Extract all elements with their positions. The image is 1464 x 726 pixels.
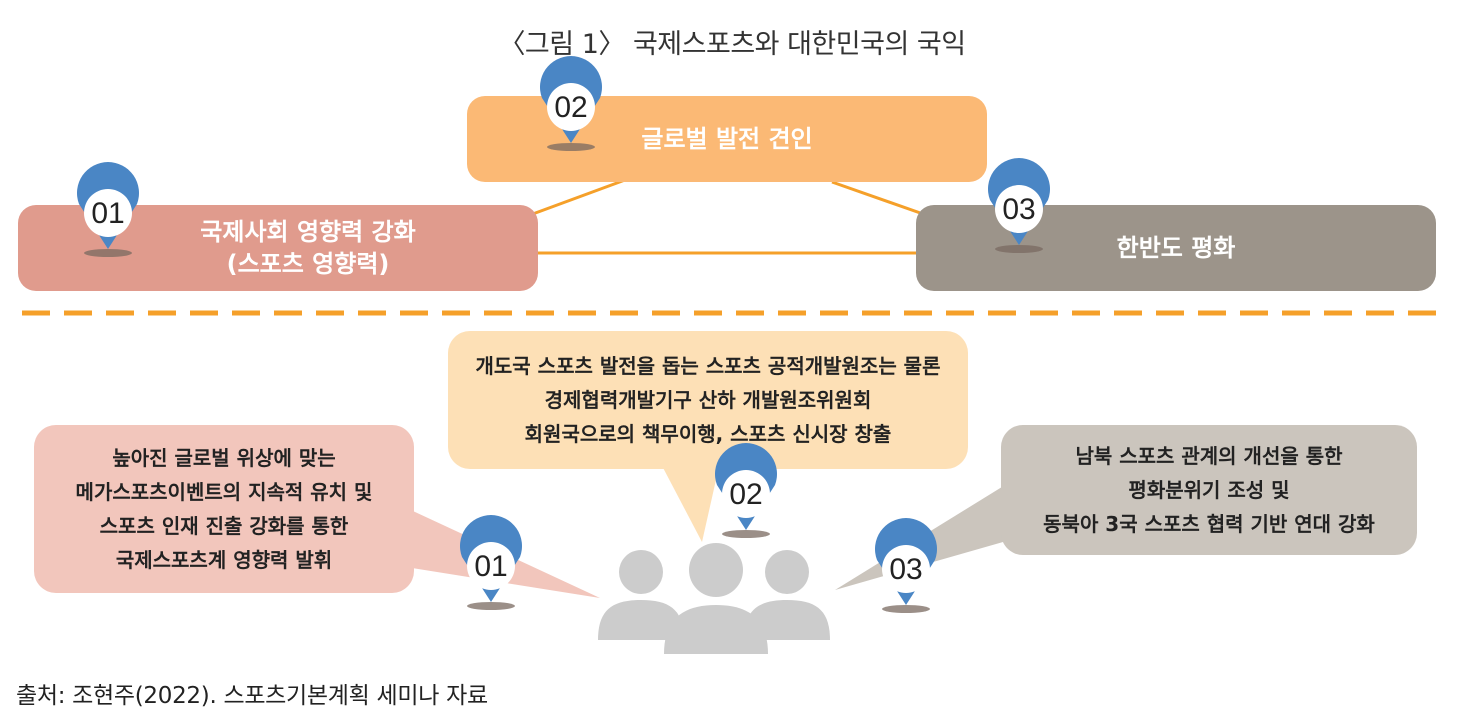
bubble-03: 남북 스포츠 관계의 개선을 통한 평화분위기 조성 및 동북아 3국 스포츠 … (1001, 425, 1417, 555)
bubble-02-line-2: 경제협력개발기구 산하 개발원조위원회 (544, 388, 872, 412)
marker-top-01: 01 (91, 197, 124, 230)
box-03-line-1: 한반도 평화 (1116, 234, 1236, 262)
source-note: 출처: 조현주(2022). 스포츠기본계획 세미나 자료 (16, 683, 488, 709)
marker-bottom-02: 02 (729, 478, 762, 511)
marker-top-02: 02 (554, 91, 587, 124)
bubble-01-line-4: 국제스포츠계 영향력 발휘 (115, 548, 333, 572)
location-pin-icon-top-01: 01 (77, 162, 139, 257)
location-pin-icon-top-03: 03 (988, 158, 1050, 253)
bubble-03-line-3: 동북아 3국 스포츠 협력 기반 연대 강화 (1043, 512, 1375, 536)
marker-top-03: 03 (1002, 193, 1035, 226)
bubble-02-line-3: 회원국으로의 책무이행, 스포츠 신시장 창출 (524, 422, 892, 446)
bubble-01-line-2: 메가스포츠이벤트의 지속적 유치 및 (75, 480, 373, 504)
connector-01-02 (529, 178, 626, 217)
location-pin-icon-bottom-01: 01 (460, 515, 522, 610)
figure-title: 〈그림 1〉 국제스포츠와 대한민국의 국익 (498, 29, 966, 60)
marker-bottom-03: 03 (889, 553, 922, 586)
box-01-line-1: 국제사회 영향력 강화 (200, 218, 416, 246)
bubble-02-line-1: 개도국 스포츠 발전을 돕는 스포츠 공적개발원조는 물론 (475, 354, 941, 378)
bubble-03-line-2: 평화분위기 조성 및 (1128, 478, 1290, 502)
bubble-01-line-3: 스포츠 인재 진출 강화를 통한 (99, 514, 349, 538)
box-02-line-1: 글로벌 발전 견인 (641, 125, 813, 153)
box-01-line-2: (스포츠 영향력) (226, 250, 390, 278)
location-pin-icon-top-02: 02 (540, 56, 602, 151)
bubble-03-line-1: 남북 스포츠 관계의 개선을 통한 (1075, 444, 1343, 468)
bubble-01: 높아진 글로벌 위상에 맞는 메가스포츠이벤트의 지속적 유치 및 스포츠 인재… (34, 425, 414, 593)
location-pin-icon-bottom-03: 03 (875, 518, 937, 613)
bubble-01-line-1: 높아진 글로벌 위상에 맞는 (112, 446, 336, 470)
connector-02-03 (831, 180, 927, 217)
location-pin-icon-bottom-02: 02 (715, 443, 777, 538)
people-group-icon (598, 543, 830, 654)
bubble-tail-02 (660, 462, 720, 542)
bubble-02: 개도국 스포츠 발전을 돕는 스포츠 공적개발원조는 물론 경제협력개발기구 산… (448, 331, 968, 469)
marker-bottom-01: 01 (474, 550, 507, 583)
